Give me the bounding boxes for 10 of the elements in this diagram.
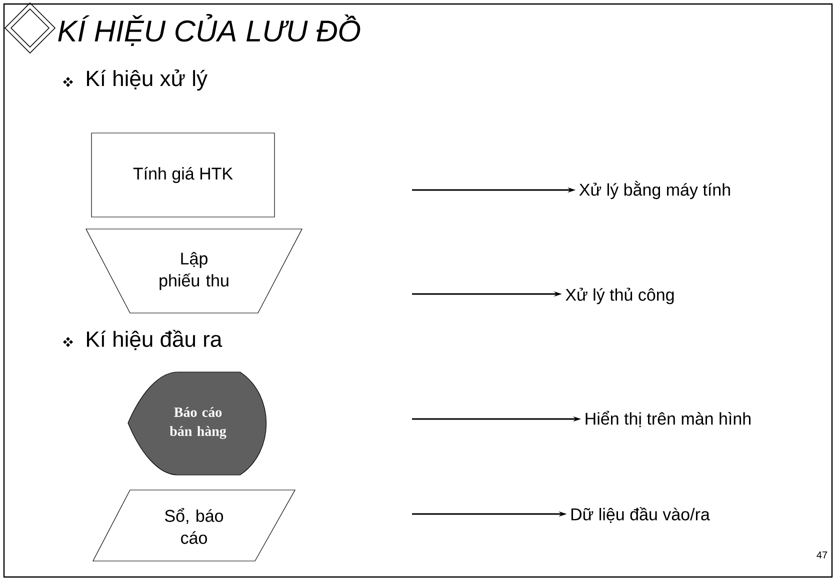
description-text: Xử lý bằng máy tính	[579, 180, 730, 200]
description-text: Xử lý thủ công	[566, 288, 674, 304]
process-box: Tính giá HTK	[91, 132, 275, 218]
title: KÍ HIỆU CỦA LƯU ĐỒ	[58, 14, 360, 46]
data-parallelogram: Sổ, báo cáo	[92, 490, 296, 562]
description-text: Dữ liệu đầu vào/ra	[571, 507, 710, 523]
section-heading: Kí hiệu đầu ra	[87, 330, 222, 350]
section-heading: Kí hiệu xử lý	[87, 69, 208, 91]
page-number: 47	[816, 552, 828, 558]
description-text: Hiển thị trên màn hình	[586, 410, 750, 428]
